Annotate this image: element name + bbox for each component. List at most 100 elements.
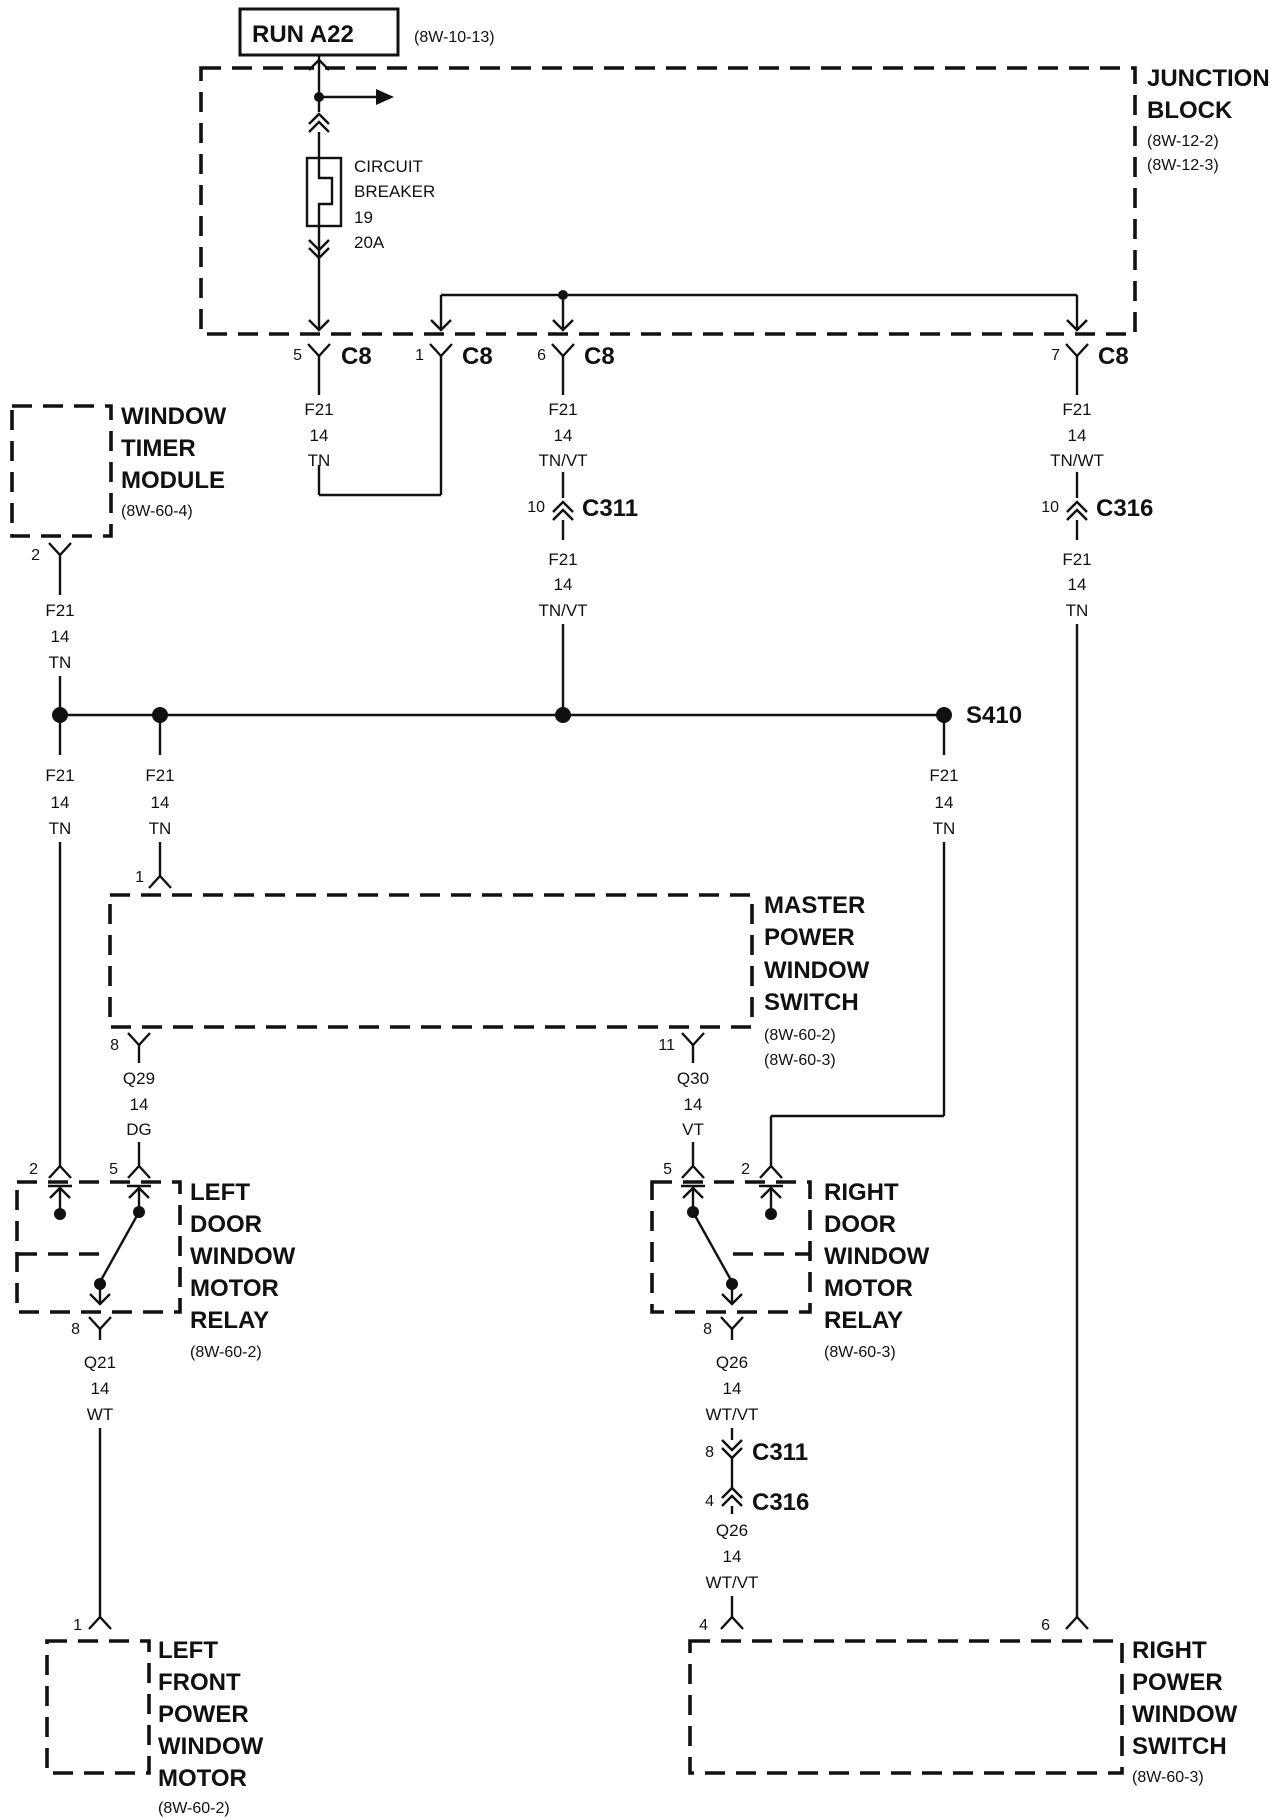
right-relay-ref: (8W-60-3)	[824, 1344, 896, 1361]
wire-c311: F21 14 TN/VT	[538, 550, 588, 715]
circuit-breaker-line-3: 19	[354, 208, 373, 227]
left-relay-pin-8: 8	[71, 1321, 80, 1338]
right-relay-outline	[650, 1180, 812, 1314]
wire-loop-c8-5-c8-1	[317, 356, 443, 497]
connector-c311-10-pin: 10	[527, 499, 545, 516]
right-door-window-motor-relay: RIGHT DOOR WINDOW MOTOR RELAY (8W-60-3) …	[650, 1179, 930, 1361]
connector-c8-6-pin: 6	[537, 347, 546, 364]
left-motor-ref: (8W-60-2)	[158, 1800, 230, 1817]
right-power-window-switch: RIGHT POWER WINDOW SWITCH (8W-60-3)	[688, 1637, 1238, 1786]
wire-q26-a-line-3: WT/VT	[706, 1405, 759, 1424]
wire-master-feed: F21 14 TN 1	[135, 715, 175, 889]
junction-block-title-2: BLOCK	[1147, 97, 1233, 124]
right-switch-pin-4: 4	[699, 1617, 708, 1634]
wire-c8-7: F21 14 TN/WT	[1050, 356, 1104, 498]
wire-right-relay-feed: F21 14 TN 2	[741, 715, 959, 1179]
connector-c8-7-pin: 7	[1051, 347, 1060, 364]
connector-c8-5: 5 C8	[293, 343, 372, 395]
left-relay-ref: (8W-60-2)	[190, 1344, 262, 1361]
connector-c316-10: 10 C316	[1041, 495, 1153, 540]
window-timer-module-title-3: MODULE	[121, 467, 225, 494]
wire-c316: F21 14 TN 6	[1041, 550, 1092, 1634]
connector-c8-1-pin: 1	[415, 347, 424, 364]
wire-q26-b-line-1: Q26	[716, 1521, 748, 1540]
connector-c8-5-pin: 5	[293, 347, 302, 364]
wire-c8-6-line-2: 14	[554, 426, 573, 445]
wire-timer-line-2: 14	[51, 627, 70, 646]
master-power-window-switch: MASTER POWER WINDOW SWITCH (8W-60-2) (8W…	[108, 892, 870, 1069]
wire-q30-line-1: Q30	[677, 1069, 709, 1088]
wire-q21-line-3: WT	[87, 1405, 113, 1424]
window-timer-module: WINDOW TIMER MODULE (8W-60-4) 2 F21 14 T…	[10, 403, 227, 715]
wire-label-c8-5: F21 14 TN	[304, 400, 333, 470]
left-relay-title-4: MOTOR	[190, 1275, 279, 1302]
breaker-feed	[308, 55, 394, 160]
wire-c8-5-line-2: 14	[310, 426, 329, 445]
splice-s410-label: S410	[966, 702, 1022, 729]
wire-q26-a: Q26 14 WT/VT	[706, 1329, 759, 1440]
wire-q21: Q21 14 WT 1	[73, 1329, 116, 1634]
left-motor-title-2: FRONT	[158, 1669, 241, 1696]
power-source-ref: (8W-10-13)	[414, 29, 495, 46]
wire-left-relay-feed: F21 14 TN 2	[29, 715, 75, 1179]
master-pin-11: 11	[658, 1037, 675, 1054]
connector-c8-7: 7 C8	[1051, 343, 1129, 370]
wire-c316-line-3: TN	[1066, 601, 1089, 620]
master-switch-title-2: POWER	[764, 924, 855, 951]
right-relay-title-3: WINDOW	[824, 1243, 930, 1270]
right-switch-title-4: SWITCH	[1132, 1733, 1227, 1760]
wire-q26-b-line-2: 14	[723, 1547, 742, 1566]
wire-timer-line-1: F21	[45, 601, 74, 620]
connector-c8-1-name: C8	[462, 343, 493, 370]
wire-q26-a-line-2: 14	[723, 1379, 742, 1398]
junction-block-outline	[199, 66, 1137, 336]
wire-q30-line-2: 14	[684, 1095, 703, 1114]
wire-right-relay-feed-line-2: 14	[935, 793, 954, 812]
window-timer-module-outline	[10, 404, 113, 538]
left-door-window-motor-relay: LEFT DOOR WINDOW MOTOR RELAY (8W-60-2) 8	[15, 1179, 296, 1361]
wire-q21-line-2: 14	[91, 1379, 110, 1398]
left-motor-title-3: POWER	[158, 1701, 249, 1728]
connector-c8-7-name: C8	[1098, 343, 1129, 370]
master-switch-title-4: SWITCH	[764, 989, 859, 1016]
left-relay-pin-2: 2	[29, 1161, 38, 1178]
left-motor-title-1: LEFT	[158, 1637, 218, 1664]
wire-q30-line-3: VT	[682, 1120, 704, 1139]
wire-c316-line-2: 14	[1068, 575, 1087, 594]
junction-block-title-1: JUNCTION	[1147, 65, 1270, 92]
circuit-breaker-line-2: BREAKER	[354, 182, 435, 201]
wire-c8-6-line-3: TN/VT	[538, 451, 587, 470]
connector-c311-8-pin: 8	[705, 1444, 714, 1461]
wire-q26-b-line-3: WT/VT	[706, 1573, 759, 1592]
wire-left-relay-feed-line-1: F21	[45, 766, 74, 785]
left-motor-pin-1: 1	[73, 1617, 82, 1634]
left-relay-title-5: RELAY	[190, 1307, 269, 1334]
left-motor-title-5: MOTOR	[158, 1765, 247, 1792]
window-timer-module-title-1: WINDOW	[121, 403, 227, 430]
connector-c311-8: 8 C311	[705, 1439, 808, 1488]
wire-left-relay-feed-line-3: TN	[49, 819, 72, 838]
master-switch-title-3: WINDOW	[764, 957, 870, 984]
left-motor-outline	[45, 1639, 151, 1775]
wire-q30: Q30 14 VT 5	[663, 1045, 709, 1179]
connector-c8-6: 6 C8	[537, 343, 615, 370]
circuit-breaker-line-1: CIRCUIT	[354, 157, 423, 176]
connector-c316-4-name: C316	[752, 1489, 809, 1516]
junction-block-ref-2: (8W-12-3)	[1147, 157, 1219, 174]
connector-c316-4: 4 C316	[705, 1486, 809, 1516]
right-relay-pin-8: 8	[703, 1321, 712, 1338]
wire-q21-line-1: Q21	[84, 1353, 116, 1372]
wire-master-feed-line-3: TN	[149, 819, 172, 838]
connector-c316-4-pin: 4	[705, 1493, 714, 1510]
wire-right-relay-feed-line-3: TN	[933, 819, 956, 838]
junction-block: JUNCTION BLOCK (8W-12-2) (8W-12-3)	[199, 65, 1270, 336]
connector-c311-8-name: C311	[752, 1439, 808, 1466]
wire-c311-line-3: TN/VT	[538, 601, 587, 620]
wire-q29-line-3: DG	[126, 1120, 152, 1139]
window-timer-module-ref: (8W-60-4)	[121, 503, 193, 520]
wire-c8-7-line-3: TN/WT	[1050, 451, 1104, 470]
junction-block-ref-1: (8W-12-2)	[1147, 133, 1219, 150]
master-switch-ref-1: (8W-60-2)	[764, 1027, 836, 1044]
wire-c311-line-1: F21	[548, 550, 577, 569]
